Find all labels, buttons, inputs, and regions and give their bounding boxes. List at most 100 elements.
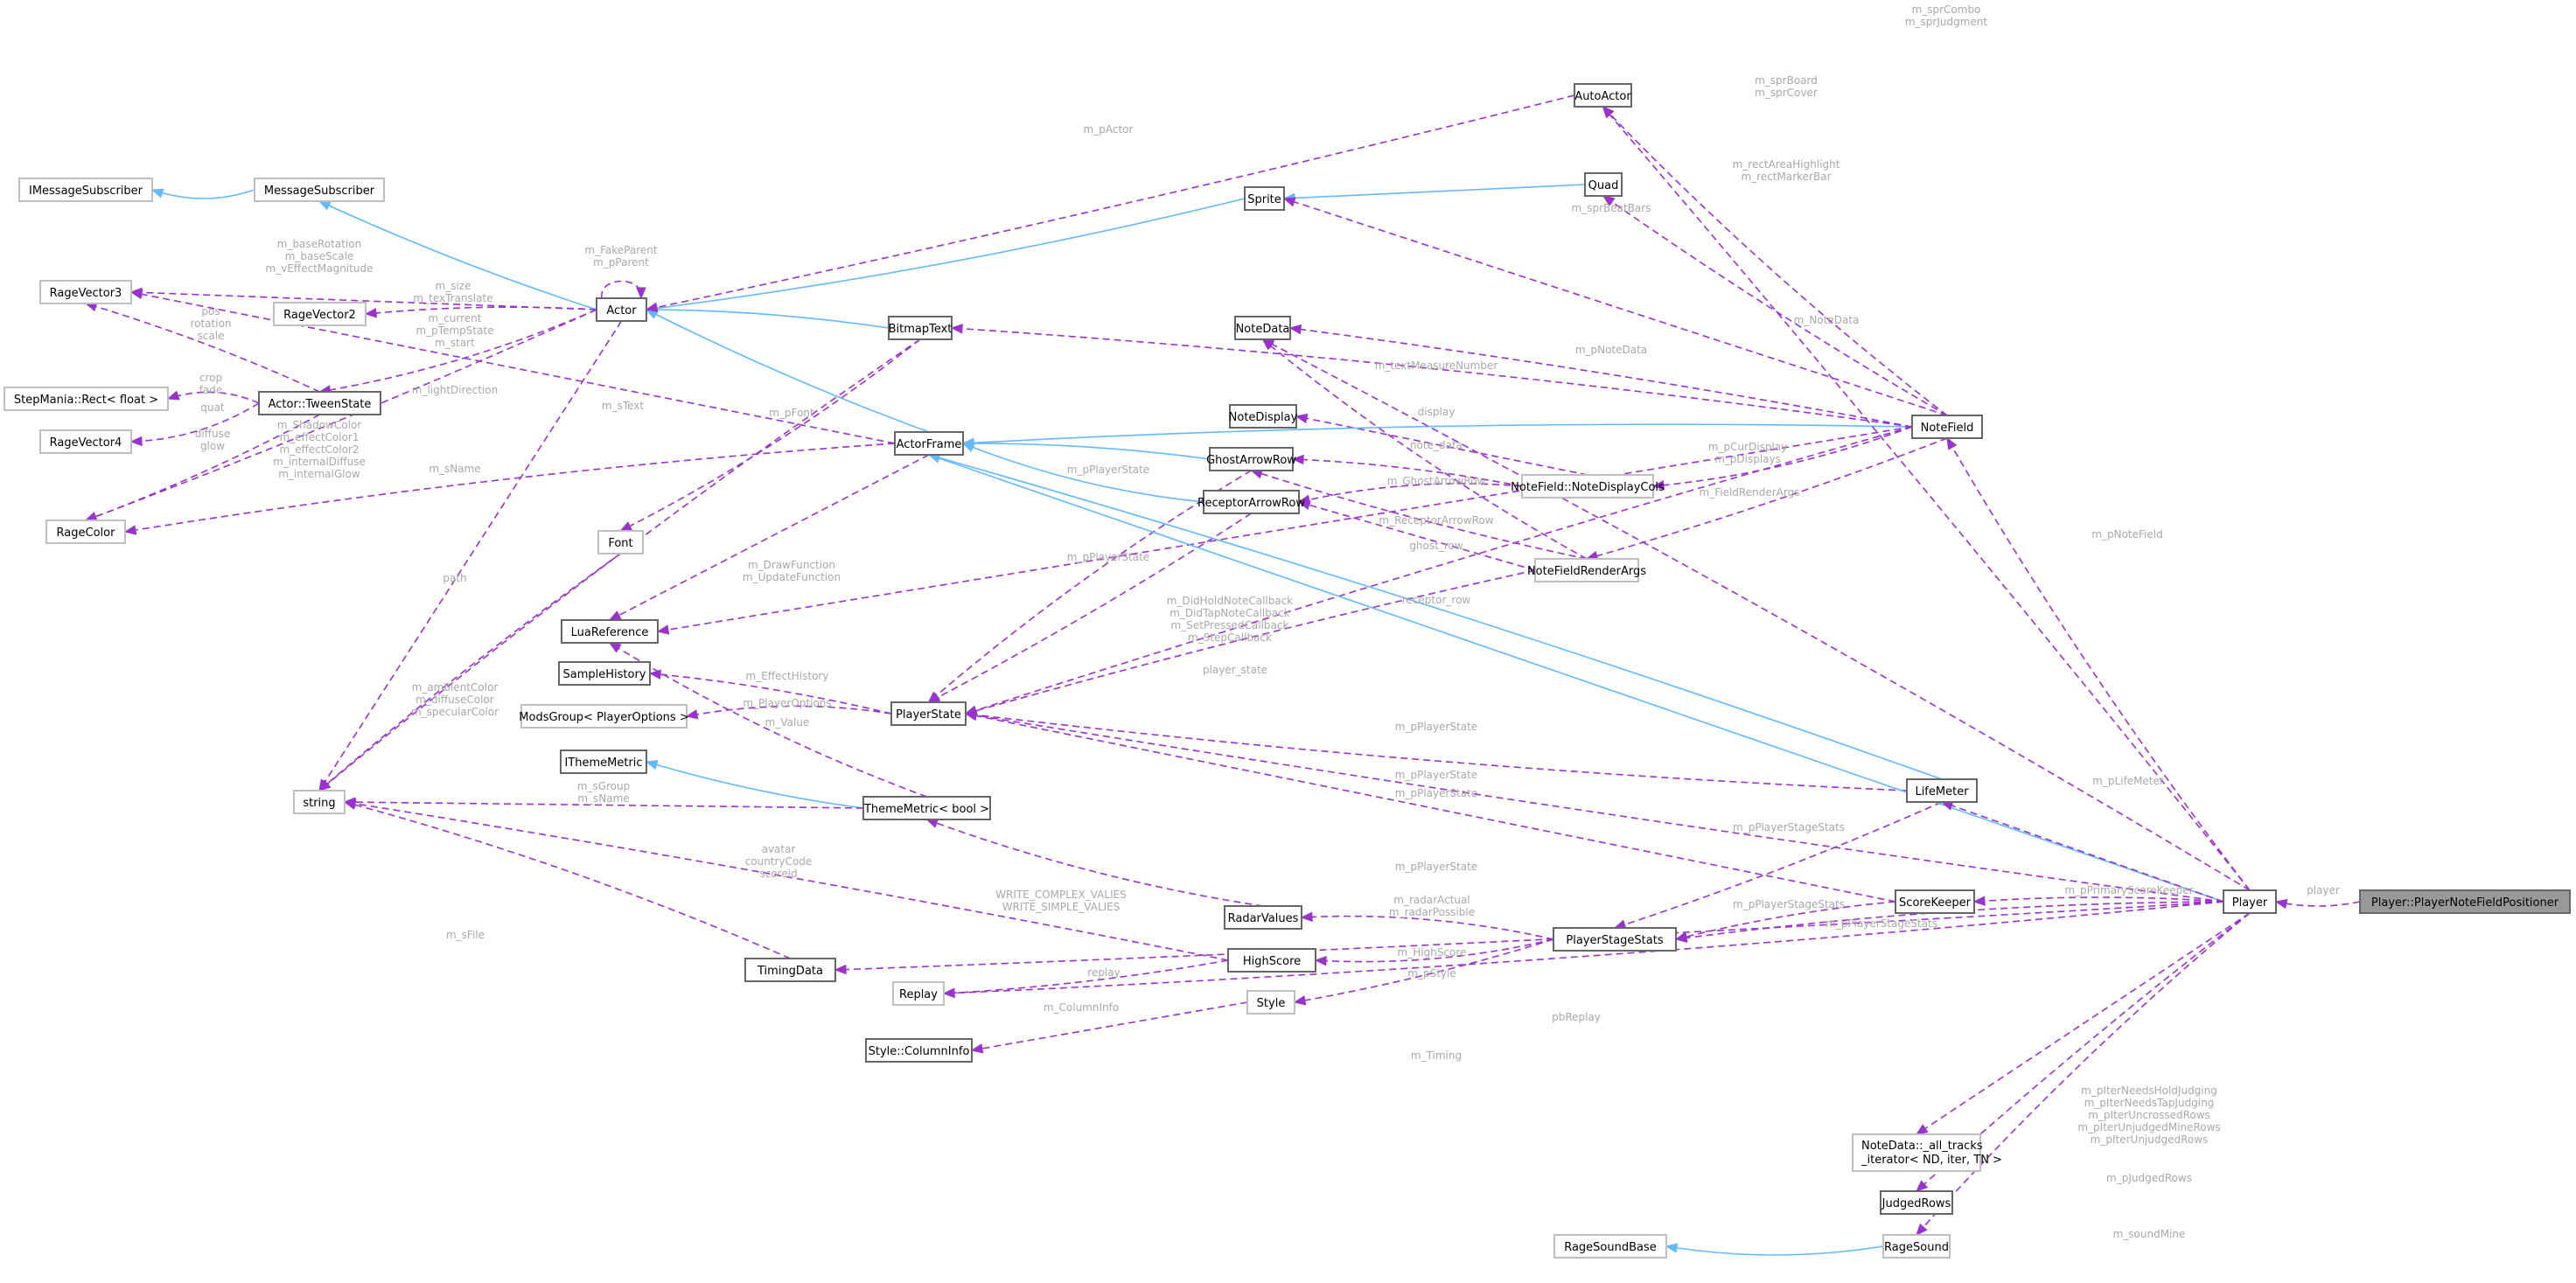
- class-node-ragevector4[interactable]: RageVector4: [39, 429, 132, 454]
- class-node-playerstate[interactable]: PlayerState: [890, 701, 967, 726]
- node-box[interactable]: [894, 431, 964, 456]
- class-node-notedata[interactable]: NoteData: [1234, 316, 1291, 340]
- class-node-string[interactable]: string: [293, 790, 346, 814]
- node-box[interactable]: [258, 391, 381, 415]
- node-box[interactable]: [596, 297, 647, 322]
- edge-line: [1283, 198, 1948, 416]
- arrowhead-icon: [645, 760, 659, 770]
- node-box[interactable]: [862, 796, 991, 820]
- class-node-thememetricbool[interactable]: ThemeMetric< bool >: [862, 796, 991, 820]
- class-node-replay[interactable]: Replay: [892, 981, 945, 1006]
- node-box[interactable]: [1895, 889, 1975, 914]
- class-node-ragevector3[interactable]: RageVector3: [39, 280, 132, 304]
- inheritance-edge-BitmapText-to-Actor: [645, 304, 890, 329]
- node-box[interactable]: [1227, 948, 1316, 973]
- node-box[interactable]: [1880, 1190, 1953, 1215]
- node-box[interactable]: [744, 958, 836, 982]
- edge-line: [646, 94, 1575, 310]
- class-node-receptorarrowrow[interactable]: ReceptorArrowRow: [1197, 490, 1305, 514]
- class-node-notedisplaycols[interactable]: NoteField::NoteDisplayCols: [1511, 474, 1665, 499]
- node-box[interactable]: [520, 704, 688, 729]
- class-node-actor[interactable]: Actor: [596, 297, 647, 322]
- class-node-scorekeeper[interactable]: ScoreKeeper: [1895, 889, 1975, 914]
- class-node-stepmaniarect[interactable]: StepMania::Rect< float >: [3, 387, 169, 411]
- class-node-imessagesubscriber[interactable]: IMessageSubscriber: [18, 178, 153, 202]
- node-box[interactable]: [2223, 889, 2277, 914]
- node-box[interactable]: [1911, 415, 1983, 439]
- class-node-lifemeter[interactable]: LifeMeter: [1906, 778, 1978, 803]
- class-node-ragesoundbase[interactable]: RageSoundBase: [1553, 1234, 1667, 1259]
- class-node-notefieldrenderargs[interactable]: NoteFieldRenderArgs: [1527, 558, 1646, 582]
- node-box[interactable]: [1209, 447, 1294, 471]
- class-node-samplehistory[interactable]: SampleHistory: [558, 661, 651, 686]
- node-box[interactable]: [39, 280, 132, 304]
- class-node-playernotefieldpositioner[interactable]: Player::PlayerNoteFieldPositioner: [2359, 889, 2571, 914]
- node-box[interactable]: [892, 981, 945, 1006]
- class-node-modsgroup[interactable]: ModsGroup< PlayerOptions >: [519, 704, 689, 729]
- class-node-radarvalues[interactable]: RadarValues: [1224, 905, 1302, 930]
- class-node-ithememetric[interactable]: IThemeMetric: [560, 750, 647, 774]
- node-box[interactable]: [1852, 1133, 1981, 1172]
- edge-label-line: m_sprBeatBars: [1572, 202, 1651, 214]
- node-box[interactable]: [1553, 927, 1677, 952]
- node-box[interactable]: [3, 387, 169, 411]
- node-box[interactable]: [1906, 778, 1978, 803]
- node-box[interactable]: [1203, 490, 1300, 514]
- node-box[interactable]: [1584, 172, 1623, 197]
- node-box[interactable]: [1234, 316, 1291, 340]
- node-box[interactable]: [2359, 889, 2571, 914]
- class-node-style[interactable]: Style: [1246, 990, 1295, 1015]
- class-node-player[interactable]: Player: [2223, 889, 2277, 914]
- node-box[interactable]: [1534, 558, 1639, 582]
- node-box[interactable]: [1882, 1234, 1951, 1259]
- node-box[interactable]: [1246, 990, 1295, 1015]
- class-node-playerstagestats[interactable]: PlayerStageStats: [1553, 927, 1677, 952]
- node-box[interactable]: [558, 661, 651, 686]
- class-node-actorframe[interactable]: ActorFrame: [894, 431, 964, 456]
- class-node-bitmaptext[interactable]: BitmapText: [888, 316, 953, 340]
- class-node-tweenstate[interactable]: Actor::TweenState: [258, 391, 381, 415]
- node-box[interactable]: [1244, 186, 1285, 211]
- node-box[interactable]: [18, 178, 153, 202]
- edge-line: [1602, 195, 1948, 416]
- class-node-stylecolumninfo[interactable]: Style::ColumnInfo: [865, 1038, 973, 1063]
- node-box[interactable]: [890, 701, 967, 726]
- node-box[interactable]: [1521, 474, 1654, 499]
- class-node-ragevector2[interactable]: RageVector2: [273, 302, 367, 326]
- class-node-messagesubscriber[interactable]: MessageSubscriber: [254, 178, 385, 202]
- class-node-ragesound[interactable]: RageSound: [1882, 1234, 1951, 1259]
- edge-label-line: m_vEffectMagnitude: [266, 262, 373, 275]
- edge-label: player_state: [1203, 664, 1267, 676]
- node-box[interactable]: [254, 178, 385, 202]
- class-node-ragecolor[interactable]: RageColor: [45, 519, 126, 544]
- node-box[interactable]: [597, 530, 644, 554]
- node-box[interactable]: [45, 519, 126, 544]
- class-node-timingdata[interactable]: TimingData: [744, 958, 836, 982]
- edge-line: [1916, 912, 2251, 1192]
- class-node-highscore[interactable]: HighScore: [1227, 948, 1316, 973]
- class-node-sprite[interactable]: Sprite: [1244, 186, 1285, 211]
- class-node-notedisplay[interactable]: NoteDisplay: [1229, 404, 1298, 429]
- class-node-autoactor[interactable]: AutoActor: [1574, 83, 1632, 108]
- class-node-luareference[interactable]: LuaReference: [561, 619, 659, 644]
- class-node-ghostarrowrow[interactable]: GhostArrowRow: [1206, 447, 1296, 471]
- node-box[interactable]: [560, 750, 647, 774]
- node-box[interactable]: [1229, 404, 1297, 429]
- node-box[interactable]: [39, 429, 132, 454]
- edge-label-line: crop: [199, 372, 222, 384]
- node-box[interactable]: [865, 1038, 973, 1063]
- node-box[interactable]: [1574, 83, 1632, 108]
- class-node-notefield[interactable]: NoteField: [1911, 415, 1983, 439]
- node-box[interactable]: [888, 316, 953, 340]
- node-box[interactable]: [273, 302, 367, 326]
- node-box[interactable]: [561, 619, 659, 644]
- class-node-font[interactable]: Font: [597, 530, 644, 554]
- class-node-judgedrows[interactable]: JudgedRows: [1880, 1190, 1953, 1215]
- node-box[interactable]: [1553, 1234, 1667, 1259]
- class-node-quad[interactable]: Quad: [1584, 172, 1623, 197]
- node-box[interactable]: [1224, 905, 1302, 930]
- class-node-alltracksiterator[interactable]: NoteData::_all_tracks_iterator< ND, iter…: [1852, 1133, 2002, 1172]
- node-box[interactable]: [293, 790, 346, 814]
